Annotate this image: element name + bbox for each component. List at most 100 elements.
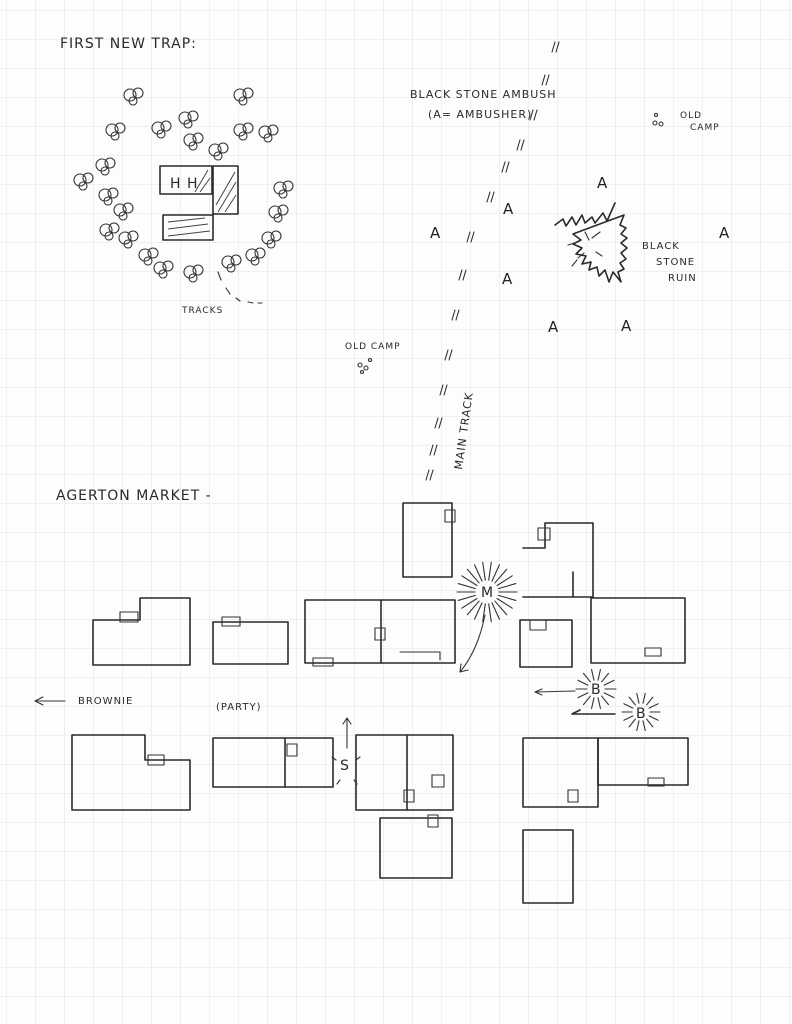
burst-ray (497, 594, 517, 602)
burst-ray (491, 602, 501, 620)
building (590, 597, 686, 664)
tree-icon (153, 260, 174, 279)
trail-mark (434, 417, 443, 429)
trail-mark (429, 444, 438, 456)
burst-ray (577, 692, 589, 699)
old-camp-w: OLD CAMP (345, 342, 401, 375)
trail-mark (466, 231, 475, 243)
ambusher-marker: A (597, 174, 608, 192)
burst-ray (461, 575, 478, 587)
burst-ray (582, 695, 591, 706)
marker-s: S (340, 758, 350, 774)
trap-hut-bottom (162, 214, 214, 241)
trap-hut-top (159, 165, 213, 195)
burst-ray (457, 582, 477, 590)
black-stone-ruin: BLACK STONE RUIN (554, 202, 696, 284)
burst-ray (636, 692, 640, 704)
ambusher-marker: A (548, 318, 559, 336)
trail-mark (516, 139, 525, 151)
trail-mark (486, 191, 495, 203)
burst-ray (457, 594, 477, 602)
burst-ray (601, 672, 610, 683)
buildings (71, 502, 689, 904)
trap-huts: H H (159, 165, 239, 241)
building (212, 621, 289, 665)
tracks-dots (217, 271, 263, 304)
old-camp-w-label: OLD CAMP (345, 342, 401, 352)
ruin-label-2: STONE (656, 257, 695, 268)
tree-icon (178, 110, 199, 129)
ambusher-marker: A (719, 224, 730, 242)
building (304, 599, 456, 664)
burst-ray (497, 582, 517, 590)
ruin-label-1: BLACK (642, 241, 680, 252)
burst-ray (582, 672, 591, 683)
hut-label: H H (170, 176, 199, 192)
burst-ray (590, 668, 595, 681)
arrow-brownie (34, 696, 66, 706)
tree-icon (233, 87, 254, 106)
trail-mark (529, 109, 538, 121)
marker-b2: B (636, 706, 647, 722)
tree-icon (95, 157, 116, 176)
burst-ray (494, 600, 508, 616)
burst-ray (577, 679, 589, 686)
building (379, 817, 453, 879)
burst-ray (590, 697, 595, 710)
tree-ring (73, 87, 294, 283)
tree-icon (151, 120, 172, 139)
trail-mark (541, 74, 550, 86)
tree-icon (245, 247, 266, 266)
marker-b1-burst (575, 668, 617, 710)
trail-mark (451, 309, 460, 321)
building (402, 502, 453, 578)
burst-ray (648, 715, 659, 721)
tree-icon (258, 124, 279, 143)
tree-icon (138, 247, 159, 266)
burst-ray (496, 575, 513, 587)
ambusher-legend: (A= AMBUSHER) (428, 108, 532, 121)
tree-icon (113, 202, 134, 221)
marker-b1: B (591, 682, 602, 698)
hatching (167, 169, 237, 237)
burst-ray (646, 718, 654, 728)
building (597, 737, 689, 786)
burst-ray (461, 597, 478, 609)
tree-icon (183, 132, 204, 151)
burst-ray (601, 695, 610, 706)
ambusher-marker: A (503, 200, 514, 218)
tree-icon (273, 180, 294, 199)
trail-mark (444, 349, 453, 361)
tree-icon (105, 122, 126, 141)
old-camp-ne: OLD CAMP (652, 111, 719, 133)
black-stone-ambush-section: BLACK STONE AMBUSH (A= AMBUSHER) OLD CAM… (345, 41, 730, 481)
arrow-b1 (534, 688, 576, 696)
trap-hut-right (212, 165, 239, 215)
trail-mark (551, 41, 560, 53)
burst-ray (473, 564, 483, 582)
arrow-s (331, 717, 361, 785)
trail-mark (425, 469, 434, 481)
building (355, 734, 454, 811)
agerton-market-section: AGERTON MARKET - M S (34, 488, 689, 904)
old-camp-ne-label-1: OLD (680, 111, 702, 121)
tree-icon (118, 230, 139, 249)
burst-ray (494, 568, 508, 584)
tree-icon (123, 87, 144, 106)
burst-ray (646, 696, 654, 706)
burst-ray (603, 679, 615, 686)
tree-icon (261, 230, 282, 249)
ambusher-marker: A (430, 224, 441, 242)
market-title: AGERTON MARKET - (56, 488, 212, 504)
burst-ray (642, 692, 646, 704)
trap-title: FIRST NEW TRAP: (60, 36, 197, 52)
burst-ray (623, 703, 634, 709)
tree-icon (99, 222, 120, 241)
building (71, 734, 191, 811)
tree-icon (98, 187, 119, 206)
tree-icon (183, 264, 204, 283)
burst-ray (473, 602, 483, 620)
